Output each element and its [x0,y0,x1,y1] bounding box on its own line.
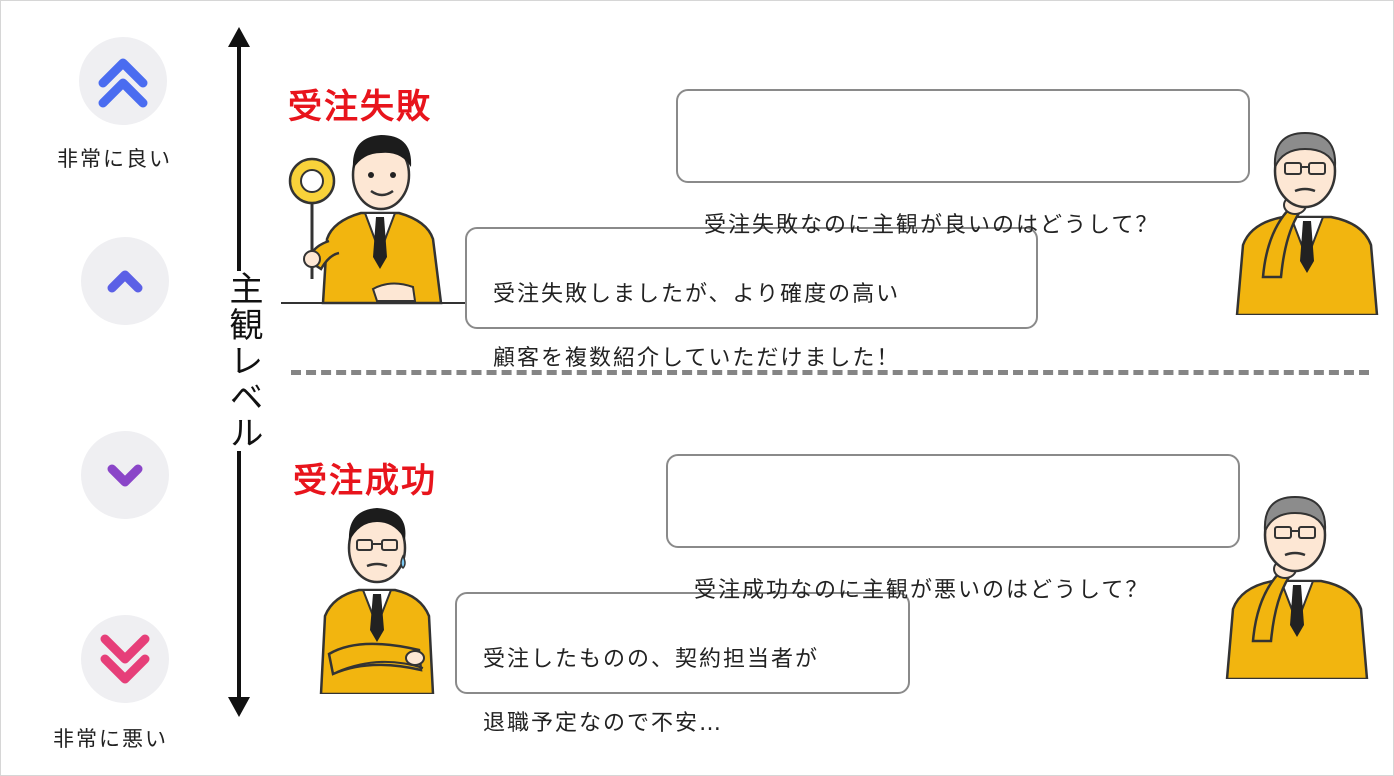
boss-thinking-figure-lower [1225,495,1369,679]
failure-staff-line-2: 顧客を複数紹介していただけました！ [493,346,901,371]
level-bad [81,431,169,519]
failure-boss-question: 受注失敗なのに主観が良いのはどうして？ [704,213,1160,238]
success-staff-line-1: 受注したものの、契約担当者が [483,647,820,672]
section-divider [291,370,1369,375]
salesman-with-sign-figure [281,135,481,305]
failure-staff-bubble: 受注失敗しましたが、より確度の高い 顧客を複数紹介していただけました！ [465,227,1038,371]
failure-staff-line-1: 受注失敗しましたが、より確度の高い [493,282,901,307]
worried-salesman-figure [319,508,435,694]
success-boss-question: 受注成功なのに主観が悪いのはどうして？ [694,578,1150,603]
boss-thinking-figure-upper [1235,131,1379,315]
failure-title: 受注失敗 [288,87,432,127]
double-chevron-down-icon [100,634,150,684]
chevron-up-icon [107,270,143,293]
chevron-down-icon [107,464,143,487]
level-very-good-label: 非常に良い [57,147,172,171]
level-good [81,237,169,325]
level-very-bad [81,615,169,703]
success-boss-bubble: 受注成功なのに主観が悪いのはどうして？ [666,454,1240,603]
double-chevron-up-icon [98,58,148,108]
success-title: 受注成功 [293,461,437,501]
axis-label: 主観レベル [215,271,263,451]
level-very-bad-label: 非常に悪い [53,727,168,751]
failure-boss-bubble: 受注失敗なのに主観が良いのはどうして？ [676,89,1250,238]
success-staff-line-2: 退職予定なので不安… [483,711,724,736]
success-staff-bubble: 受注したものの、契約担当者が 退職予定なので不安… [455,592,910,736]
level-very-good [79,37,167,125]
